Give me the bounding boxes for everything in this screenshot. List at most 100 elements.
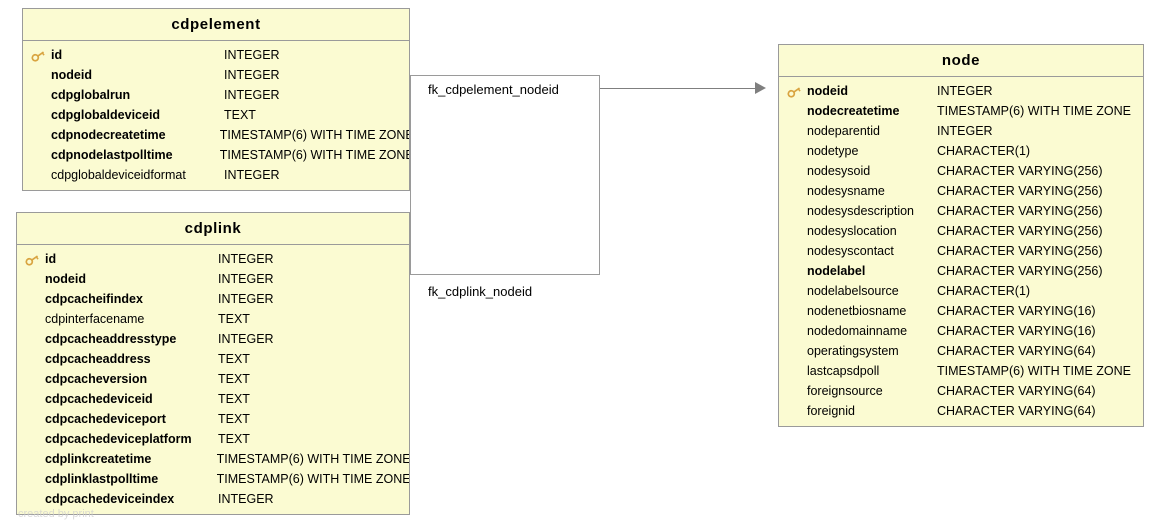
column-type: CHARACTER VARYING(256)	[937, 244, 1103, 258]
column-name: id	[51, 48, 63, 62]
primary-key-icon-cell	[23, 49, 49, 62]
column-type: TEXT	[218, 392, 250, 406]
column-name: nodesysoid	[807, 164, 871, 178]
column-row[interactable]: cdpcachedeviceid TEXT	[17, 389, 409, 409]
column-row[interactable]: nodecreatetime TIMESTAMP(6) WITH TIME ZON…	[779, 101, 1143, 121]
column-name: cdpnodelastpolltime	[51, 148, 173, 162]
column-name: cdpcacheaddresstype	[45, 332, 177, 346]
column-row[interactable]: nodeparentid INTEGER	[779, 121, 1143, 141]
column-row[interactable]: cdplinklastpolltime TIMESTAMP(6) WITH TIM…	[17, 469, 409, 489]
entity-title-cdplink: cdplink	[17, 213, 409, 245]
column-row[interactable]: nodeid INTEGER	[23, 65, 409, 85]
diagram-watermark: created by print	[18, 508, 94, 520]
column-name: nodenetbiosname	[807, 304, 907, 318]
column-name: cdplinklastpolltime	[45, 472, 159, 486]
column-name: cdpinterfacename	[45, 312, 145, 326]
column-name: nodecreatetime	[807, 104, 900, 118]
column-type: INTEGER	[224, 88, 280, 102]
column-type: INTEGER	[937, 124, 993, 138]
column-type: TIMESTAMP(6) WITH TIME ZONE	[216, 452, 409, 466]
column-row[interactable]: nodesysoid CHARACTER VARYING(256)	[779, 161, 1143, 181]
primary-key-icon	[786, 86, 801, 98]
column-name: cdpcachedeviceid	[45, 392, 153, 406]
column-name: cdplinkcreatetime	[45, 452, 152, 466]
relationship-label-fk-cdpelement-nodeid: fk_cdpelement_nodeid	[428, 82, 559, 97]
column-type: TIMESTAMP(6) WITH TIME ZONE	[937, 104, 1131, 118]
column-type: CHARACTER VARYING(256)	[937, 184, 1103, 198]
column-type: CHARACTER VARYING(256)	[937, 264, 1103, 278]
column-type: TEXT	[218, 352, 250, 366]
column-name: nodelabelsource	[807, 284, 899, 298]
column-name: cdpcachedeviceplatform	[45, 432, 192, 446]
column-name: nodeparentid	[807, 124, 880, 138]
column-name: cdpcachedeviceindex	[45, 492, 175, 506]
column-row[interactable]: nodesyscontact CHARACTER VARYING(256)	[779, 241, 1143, 261]
primary-key-icon-cell	[17, 253, 43, 266]
relationship-connector-box	[410, 75, 600, 275]
column-name: nodesysname	[807, 184, 885, 198]
column-type: INTEGER	[224, 68, 280, 82]
column-name: foreignid	[807, 404, 855, 418]
column-name: nodeid	[807, 84, 848, 98]
column-row[interactable]: cdpcachedeviceplatform TEXT	[17, 429, 409, 449]
column-name: nodelabel	[807, 264, 866, 278]
column-row[interactable]: nodelabel CHARACTER VARYING(256)	[779, 261, 1143, 281]
column-type: TIMESTAMP(6) WITH TIME ZONE	[216, 472, 409, 486]
column-name: nodeid	[51, 68, 92, 82]
column-type: CHARACTER(1)	[937, 284, 1031, 298]
column-name: cdpcacheaddress	[45, 352, 151, 366]
column-name: nodesyscontact	[807, 244, 894, 258]
column-type: TEXT	[218, 432, 250, 446]
relationship-arrow-head-icon	[755, 82, 766, 94]
primary-key-icon	[24, 254, 39, 266]
column-type: INTEGER	[224, 48, 280, 62]
column-name: nodesysdescription	[807, 204, 915, 218]
primary-key-icon-cell	[779, 85, 805, 98]
column-row[interactable]: id INTEGER	[23, 45, 409, 65]
column-name: operatingsystem	[807, 344, 899, 358]
entity-title-node: node	[779, 45, 1143, 77]
primary-key-icon	[30, 50, 45, 62]
column-row[interactable]: cdplinkcreatetime TIMESTAMP(6) WITH TIME …	[17, 449, 409, 469]
column-type: CHARACTER VARYING(256)	[937, 164, 1103, 178]
column-row[interactable]: nodesysname CHARACTER VARYING(256)	[779, 181, 1143, 201]
column-type: CHARACTER VARYING(16)	[937, 324, 1096, 338]
column-name: cdpglobaldeviceidformat	[51, 168, 186, 182]
entity-title-cdpelement: cdpelement	[23, 9, 409, 41]
column-row[interactable]: nodelabelsource CHARACTER(1)	[779, 281, 1143, 301]
column-name: cdpcacheifindex	[45, 292, 143, 306]
column-row[interactable]: cdpcacheaddress TEXT	[17, 349, 409, 369]
column-name: nodetype	[807, 144, 859, 158]
column-name: nodesyslocation	[807, 224, 897, 238]
